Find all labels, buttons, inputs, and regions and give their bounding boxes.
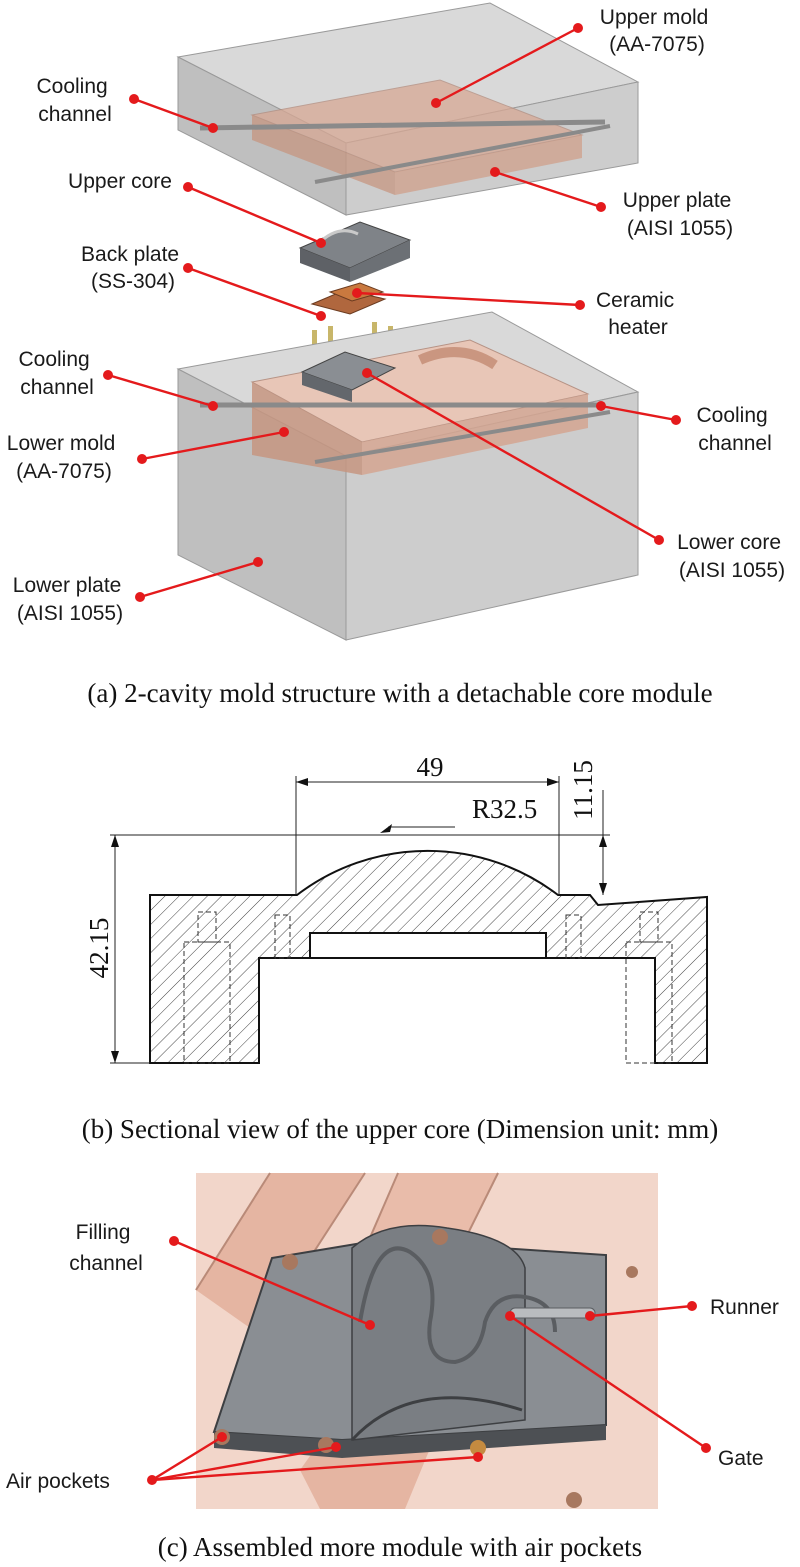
panel-c-labels: Filling channel Runner Air pockets Gate bbox=[6, 1221, 779, 1493]
label-ceramic-heater: Ceramic heater bbox=[596, 289, 680, 339]
core-module bbox=[212, 1224, 607, 1458]
panel-a-leaders bbox=[103, 23, 681, 602]
label-cooling-channel-right: Cooling channel bbox=[696, 404, 773, 455]
lower-cooling-pipe-2 bbox=[314, 410, 611, 464]
panel-c-drawing bbox=[195, 1172, 658, 1509]
label-cooling-channel-top: Cooling channel bbox=[36, 75, 113, 126]
label-cooling-channel-left: Cooling channel bbox=[18, 348, 95, 399]
upper-cooling-pipe-1 bbox=[199, 119, 606, 131]
label-filling-channel: Filling channel bbox=[69, 1221, 143, 1275]
label-upper-plate: Upper plate (AISI 1055) bbox=[623, 189, 737, 240]
dim-radius: R32.5 bbox=[472, 794, 537, 824]
caption-c: (c) Assembled more module with air pocke… bbox=[158, 1532, 642, 1562]
dim-height: 11.15 bbox=[568, 760, 598, 820]
caption-b: (b) Sectional view of the upper core (Di… bbox=[82, 1114, 719, 1144]
panel-c-leaders bbox=[147, 1236, 711, 1485]
dim-width: 49 bbox=[417, 752, 444, 782]
label-runner: Runner bbox=[710, 1296, 779, 1319]
label-lower-plate: Lower plate (AISI 1055) bbox=[13, 574, 127, 625]
label-lower-mold: Lower mold (AA-7075) bbox=[7, 432, 121, 483]
label-back-plate: Back plate (SS-304) bbox=[81, 243, 185, 293]
hidden-bolt-holes bbox=[183, 911, 673, 1064]
dim-total-height: 42.15 bbox=[84, 918, 114, 979]
panel-a-labels: Upper mold (AA-7075) Cooling channel Upp… bbox=[7, 6, 787, 625]
label-upper-mold: Upper mold (AA-7075) bbox=[600, 6, 714, 56]
label-gate: Gate bbox=[718, 1447, 764, 1470]
dimension-lines bbox=[110, 776, 610, 1064]
label-upper-core: Upper core bbox=[68, 170, 172, 193]
caption-a: (a) 2-cavity mold structure with a detac… bbox=[87, 678, 712, 708]
label-air-pockets: Air pockets bbox=[6, 1470, 110, 1493]
label-lower-core: Lower core (AISI 1055) bbox=[677, 531, 787, 582]
upper-core-part bbox=[298, 221, 412, 282]
panel-b-drawing: 49 R32.5 11.15 42.15 bbox=[84, 752, 708, 1064]
panel-a-drawing bbox=[176, 2, 640, 641]
core-cavity bbox=[309, 932, 547, 959]
upper-cooling-pipe-2 bbox=[314, 124, 611, 184]
air-pocket-nubs bbox=[214, 1229, 638, 1508]
lower-core-part bbox=[300, 351, 397, 402]
